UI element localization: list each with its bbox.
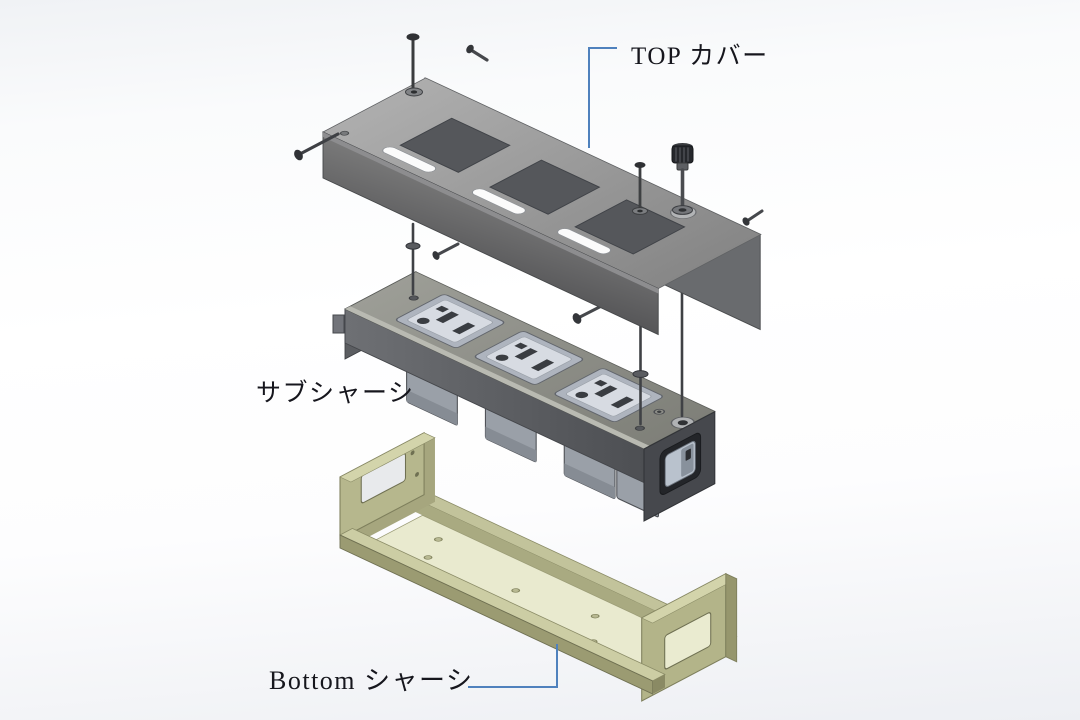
tray-front-face <box>339 534 654 695</box>
flat-head-screw <box>294 132 340 161</box>
outlet <box>474 331 584 385</box>
outlet-slot <box>530 359 555 372</box>
outlet-slot <box>514 348 538 360</box>
floor-hole <box>433 537 443 542</box>
outlet-ground-hole <box>575 391 589 399</box>
leader-line-top-cover <box>588 47 617 148</box>
small-screw <box>466 44 489 62</box>
sub-right-end-face <box>643 410 716 522</box>
machine-screw-vertical <box>632 162 648 215</box>
outlet-ground-hole <box>495 354 509 361</box>
machine-screw-vertical <box>405 33 423 97</box>
bottom-chassis-label: Bottom シャーシ <box>269 666 474 695</box>
wall-hole <box>415 472 419 477</box>
sub-socket-tabs <box>406 367 660 518</box>
sub-chassis <box>332 270 716 522</box>
cover-corner-hole <box>339 130 350 136</box>
cover-opening <box>488 159 601 215</box>
cover-slot <box>382 146 437 173</box>
cover-front-flange <box>322 131 659 336</box>
sub-top-face <box>344 271 716 450</box>
cover-opening <box>399 117 511 173</box>
outlet-ground-hole <box>416 317 430 325</box>
right-wall-cutout <box>664 612 712 670</box>
cover-opening <box>574 199 686 255</box>
sub-chassis-label: サブシャーシ <box>256 380 415 407</box>
cover-top-face <box>322 77 762 289</box>
tray-rail-end-cap <box>652 674 665 694</box>
top-cover-label: TOP カバー <box>631 43 769 70</box>
cover-slot <box>557 228 612 254</box>
outlet-slot <box>594 385 618 398</box>
outlet-slot <box>610 396 634 409</box>
small-screw <box>432 242 460 260</box>
outlet <box>395 294 505 348</box>
sub-left-clip <box>332 314 345 334</box>
floor-hole <box>423 555 433 560</box>
right-wall-outer-edge <box>725 572 738 663</box>
tray-left-end-wall <box>339 431 436 540</box>
rod-washer <box>405 242 421 250</box>
leader-line-bottom-chassis <box>468 644 558 688</box>
rod-washer <box>632 370 649 378</box>
fasteners-upper <box>294 33 764 226</box>
bottom-chassis <box>339 431 738 702</box>
cover-slot <box>471 188 526 215</box>
thumbscrew <box>671 143 694 215</box>
outlet-slot <box>435 311 459 324</box>
sub-mount-hole <box>634 425 645 431</box>
top-cover <box>322 77 762 336</box>
small-screw <box>742 209 764 226</box>
left-wall-top-edge <box>339 432 436 483</box>
floor-hole <box>511 588 521 593</box>
wall-hole <box>410 450 415 456</box>
floor-hole <box>590 613 600 619</box>
sub-mount-hole <box>408 295 419 301</box>
outlet-slot <box>452 322 476 335</box>
tray-back-inner-wall <box>411 497 714 652</box>
tray-right-end-wall <box>640 572 738 702</box>
